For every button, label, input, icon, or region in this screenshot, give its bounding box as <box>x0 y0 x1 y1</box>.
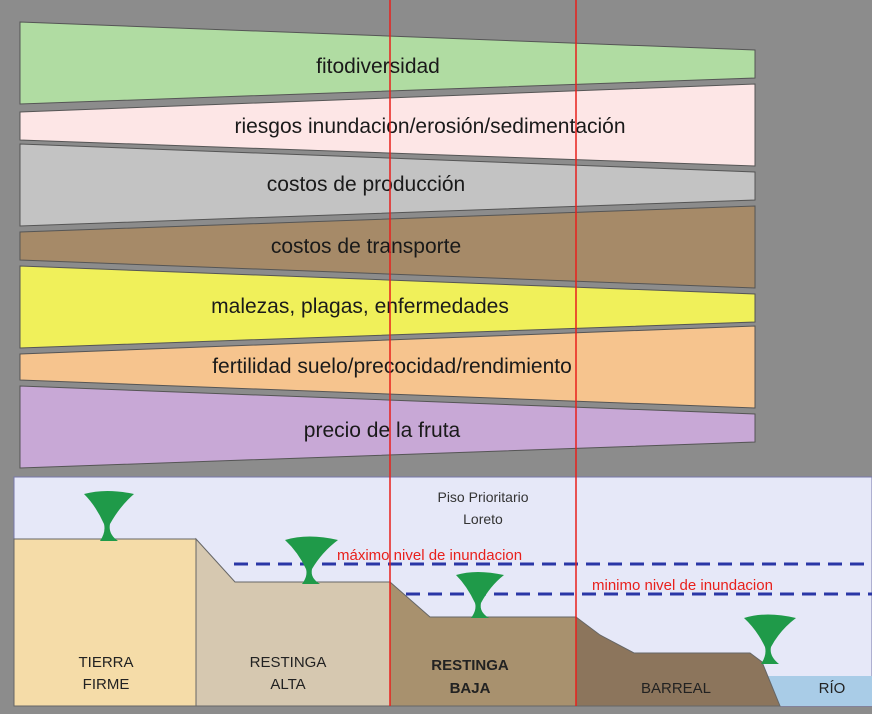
band-precio <box>19 385 756 469</box>
band-label-riesgos: riesgos inundacion/erosión/sedimentación <box>234 115 625 138</box>
band-malezas <box>19 265 756 349</box>
min-flood-label: minimo nivel de inundacion <box>592 577 773 594</box>
band-label-fitodiversidad: fitodiversidad <box>316 55 440 78</box>
piso-prioritario-label: Piso Prioritario <box>437 489 528 505</box>
max-flood-label: máximo nivel de inundacion <box>337 547 522 564</box>
band-costos-transporte <box>19 205 756 289</box>
zone-label-tierra-line1: TIERRA <box>78 654 133 671</box>
cross-section: Piso Prioritario Loreto máximo nivel de … <box>13 476 872 707</box>
band-label-costos-transporte: costos de transporte <box>271 235 461 258</box>
tree-icon-restinga-baja <box>456 572 504 618</box>
tree-icon-tierra-firme <box>84 491 134 541</box>
band-label-costos-produccion: costos de producción <box>267 173 465 196</box>
zone-label-restinga-baja-line2: BAJA <box>450 680 491 697</box>
zone-label-rio: RÍO <box>819 680 846 697</box>
zone-label-barreal: BARREAL <box>641 680 711 697</box>
tree-icon-barreal <box>744 614 796 664</box>
band-label-fertilidad: fertilidad suelo/precocidad/rendimiento <box>212 355 572 378</box>
loreto-label: Loreto <box>463 511 503 527</box>
river <box>762 676 872 706</box>
terrain-barreal <box>575 616 781 707</box>
band-label-malezas: malezas, plagas, enfermedades <box>211 295 509 318</box>
zone-label-restinga-baja-line1: RESTINGA <box>431 657 509 674</box>
band-label-precio: precio de la fruta <box>304 419 461 442</box>
band-costos-produccion <box>19 143 756 227</box>
band-riesgos <box>19 83 756 167</box>
zone-label-restinga-alta-line2: ALTA <box>270 676 305 693</box>
band-fitodiversidad <box>19 21 756 105</box>
bands-group: fitodiversidad riesgos inundacion/erosió… <box>19 21 756 469</box>
band-fertilidad <box>19 325 756 409</box>
zone-label-restinga-alta-line1: RESTINGA <box>250 654 327 671</box>
tree-icon-restinga-alta <box>285 536 338 584</box>
zone-label-tierra-line2: FIRME <box>83 676 130 693</box>
